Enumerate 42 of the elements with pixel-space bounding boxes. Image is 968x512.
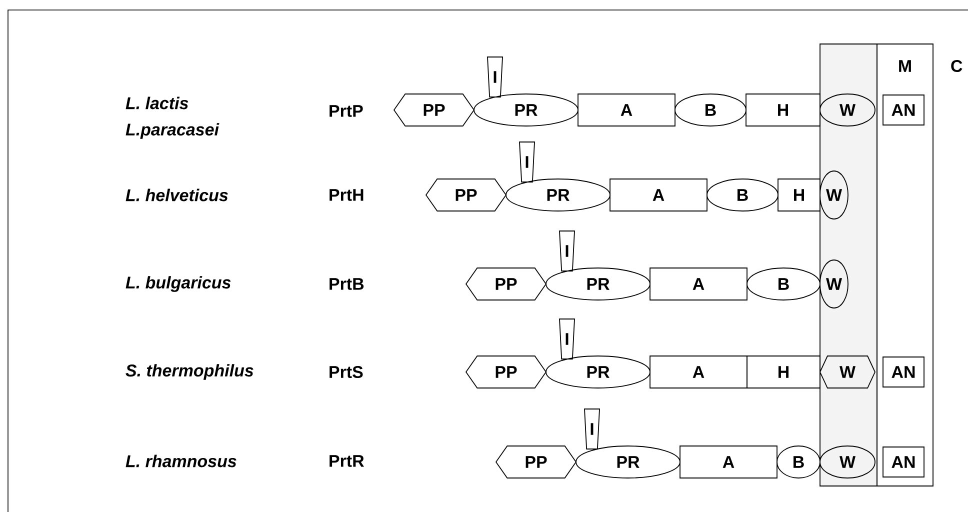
domain-box: A (650, 356, 748, 388)
anchor-domain: W (820, 94, 876, 126)
domain-box: AN (882, 94, 924, 126)
species-name: L. helveticus (126, 188, 228, 202)
domain-box: A (610, 178, 708, 212)
protease-name: PrtR (330, 455, 364, 467)
species-name: L. bulgaricus (126, 276, 231, 292)
protease-domain: PR (546, 268, 650, 300)
prepro-domain: PP (425, 178, 507, 212)
protease-domain: PR (474, 94, 578, 126)
prepro-domain: PP (465, 356, 547, 388)
prepro-domain: PP (393, 94, 475, 126)
domain-box: A (650, 268, 748, 300)
domain-box: AN (882, 446, 924, 478)
protease-name: PrtB (330, 278, 364, 290)
species-name: L. lactis (126, 96, 188, 110)
prepro-domain: PP (465, 268, 547, 300)
protease-domain: PR (546, 356, 650, 388)
anchor-domain: W (820, 260, 848, 308)
protease-domain: PR (576, 446, 680, 478)
anchor-domain: W (820, 170, 848, 220)
species-name: L.paracasei (126, 123, 220, 139)
insert-domain: I (559, 318, 575, 360)
protease-name: PrtS (330, 366, 363, 378)
domain-box: AN (882, 356, 924, 388)
protease-name: PrtH (330, 189, 364, 201)
domain-box: H (746, 94, 820, 126)
insert-domain: I (584, 408, 600, 450)
species-name: L. rhamnosus (126, 454, 236, 468)
domain-box: A (680, 446, 778, 478)
domain-box: A (578, 94, 676, 126)
domain-box: H (778, 178, 820, 212)
species-name: S. thermophilus (126, 364, 254, 380)
side-label: C (951, 60, 962, 72)
insert-domain: I (487, 56, 503, 98)
anchor-domain: W (820, 446, 876, 478)
protease-domain: PR (506, 178, 610, 212)
prepro-domain: PP (495, 446, 577, 478)
domain-box: H (746, 356, 820, 388)
insert-domain: I (519, 142, 535, 182)
insert-domain: I (559, 230, 575, 272)
protease-name: PrtP (330, 105, 363, 117)
